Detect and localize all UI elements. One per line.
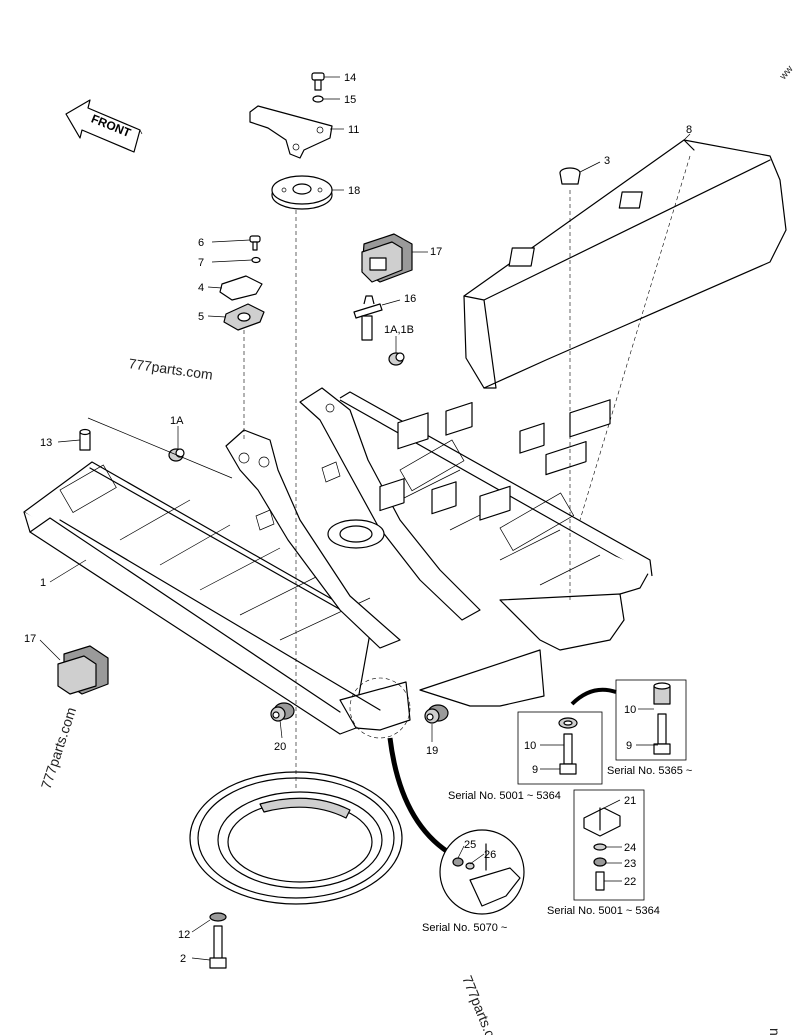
detail-link-arrow bbox=[387, 737, 450, 855]
serial-5070: Serial No. 5070 ~ bbox=[422, 922, 507, 934]
bolt-2 bbox=[209, 925, 227, 969]
callout-24: 24 bbox=[624, 842, 636, 854]
detail-circle-frame bbox=[349, 677, 411, 739]
cap-3 bbox=[559, 167, 581, 185]
washer-7 bbox=[251, 256, 261, 264]
callout-6: 6 bbox=[198, 237, 204, 249]
detail-link-arrow-2 bbox=[570, 687, 617, 706]
serial-5001-5364-b: Serial No. 5001 ~ 5364 bbox=[547, 905, 660, 917]
callout-7: 7 bbox=[198, 257, 204, 269]
callout-17-left: 17 bbox=[24, 633, 36, 645]
stopper-17-top bbox=[361, 233, 413, 283]
callout-16: 16 bbox=[404, 293, 416, 305]
callout-15: 15 bbox=[344, 94, 356, 106]
serial-5365: Serial No. 5365 ~ bbox=[607, 765, 692, 777]
serial-labels: Serial No. 5365 ~ Serial No. 5001 ~ 5364… bbox=[422, 765, 692, 934]
watermark-3: 777parts.c bbox=[459, 973, 498, 1035]
stopper-17-left bbox=[57, 645, 109, 695]
callout-14: 14 bbox=[344, 72, 356, 84]
box-serial-5001-5364-a bbox=[517, 711, 603, 785]
plate-4 bbox=[219, 275, 263, 301]
callout-8: 8 bbox=[686, 124, 692, 136]
main-frame-1 bbox=[23, 387, 653, 735]
callout-3: 3 bbox=[604, 155, 610, 167]
watermark-4: ww bbox=[777, 63, 796, 82]
callout-9-b: 9 bbox=[626, 740, 632, 752]
callout-21: 21 bbox=[624, 795, 636, 807]
callout-18: 18 bbox=[348, 185, 360, 197]
callout-17-top: 17 bbox=[430, 246, 442, 258]
plug-19 bbox=[424, 704, 449, 724]
leader-lines bbox=[39, 76, 691, 961]
pin-13 bbox=[79, 428, 91, 451]
washer-12 bbox=[209, 912, 227, 922]
pin-16 bbox=[353, 295, 383, 341]
callout-13: 13 bbox=[40, 437, 52, 449]
callout-22: 22 bbox=[624, 876, 636, 888]
callout-9-a: 9 bbox=[532, 764, 538, 776]
swing-ring bbox=[189, 771, 403, 905]
detail-serial-5070 bbox=[439, 829, 525, 915]
guide-line-counterweight-2 bbox=[579, 155, 691, 521]
box-serial-5365 bbox=[615, 679, 687, 761]
callout-1: 1 bbox=[40, 577, 46, 589]
callout-12: 12 bbox=[178, 929, 190, 941]
watermark-1: 777parts.com bbox=[128, 355, 214, 383]
bolt-14 bbox=[311, 72, 325, 91]
bracket-11 bbox=[249, 105, 333, 159]
callout-19: 19 bbox=[426, 745, 438, 757]
bushing-1a1b bbox=[388, 352, 405, 366]
gasket-5 bbox=[223, 303, 265, 331]
callout-1a1b: 1A,1B bbox=[384, 324, 414, 336]
box-serial-5001-5364-b bbox=[573, 789, 645, 901]
serial-5001-5364-a: Serial No. 5001 ~ 5364 bbox=[448, 790, 561, 802]
callout-1a: 1A bbox=[170, 415, 184, 427]
bushing-1a bbox=[168, 448, 185, 462]
washer-15 bbox=[312, 95, 324, 103]
callout-2: 2 bbox=[180, 953, 186, 965]
callout-5: 5 bbox=[198, 311, 204, 323]
callout-4: 4 bbox=[198, 282, 204, 294]
watermark-2: 777parts.com bbox=[38, 705, 79, 791]
counterweight-8 bbox=[463, 139, 787, 389]
front-arrow: FRONT bbox=[65, 99, 143, 153]
watermark-5: n bbox=[767, 1028, 783, 1035]
callout-11: 11 bbox=[348, 124, 359, 136]
callout-10-b: 10 bbox=[624, 704, 636, 716]
callout-20: 20 bbox=[274, 741, 286, 753]
bolt-6 bbox=[249, 235, 261, 251]
callout-10-a: 10 bbox=[524, 740, 536, 752]
disc-18 bbox=[271, 175, 333, 210]
callout-25: 25 bbox=[464, 839, 476, 851]
callout-23: 23 bbox=[624, 858, 636, 870]
callout-26: 26 bbox=[484, 849, 496, 861]
callouts: 14 15 11 18 8 3 6 7 17 4 16 5 1A,1B 1A 1… bbox=[24, 72, 692, 965]
plug-20 bbox=[270, 702, 295, 722]
